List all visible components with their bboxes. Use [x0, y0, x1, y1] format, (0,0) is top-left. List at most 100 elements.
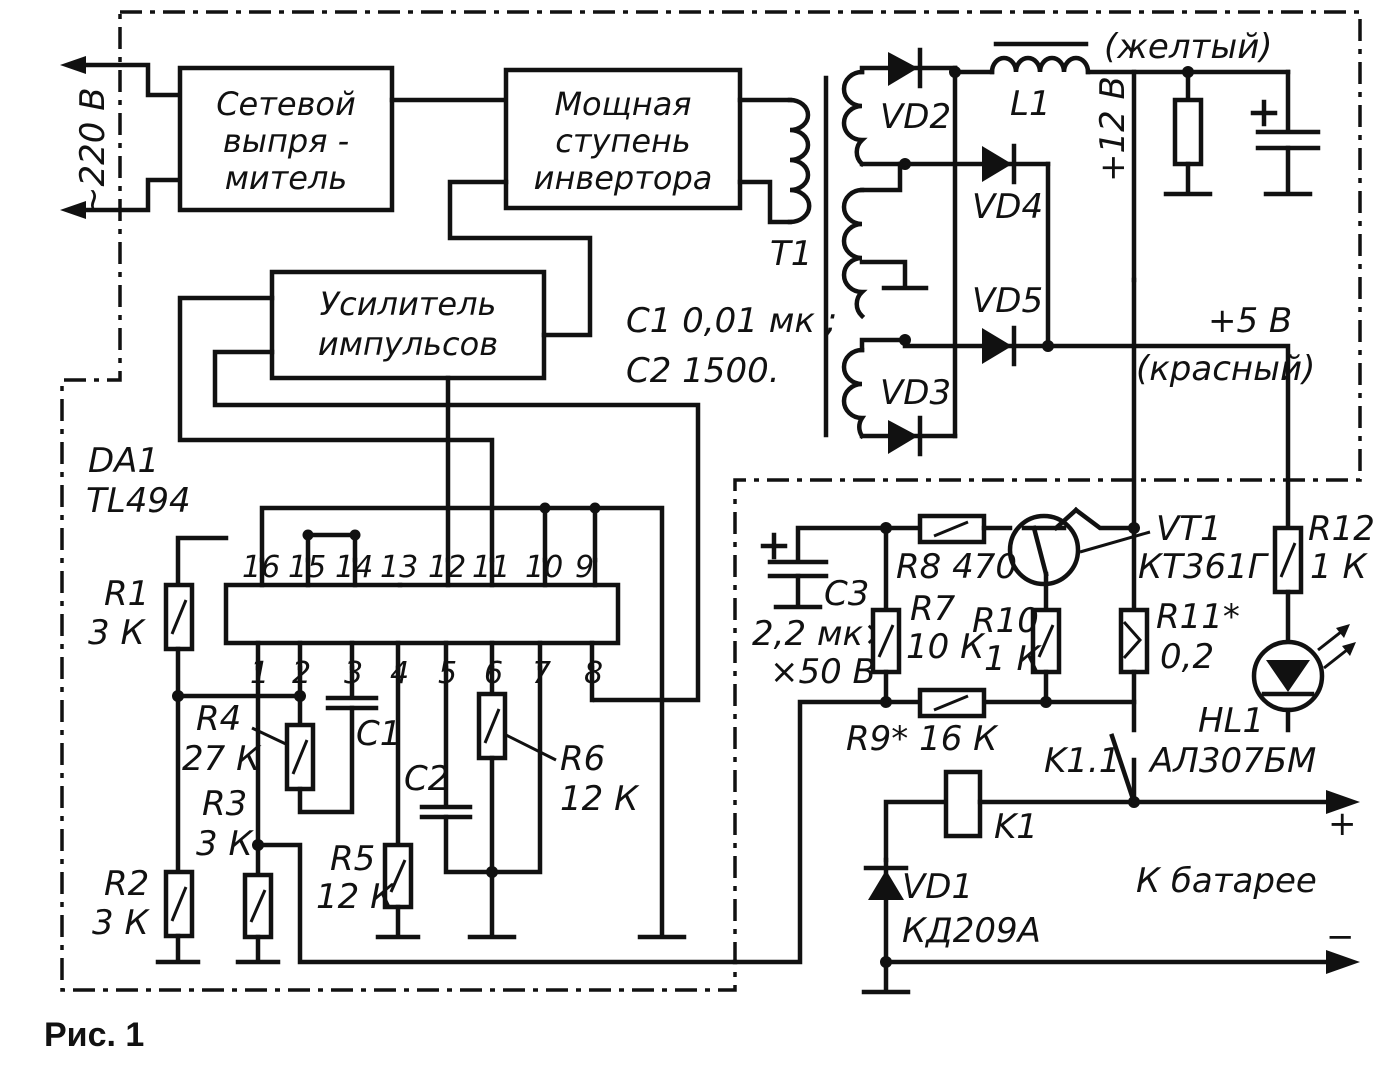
diode-vd5: VD5 — [902, 281, 1051, 367]
label-components-hl1-1: АЛ307БМ — [1148, 741, 1316, 781]
label-components-r11-0: R11* — [1156, 597, 1240, 637]
v12-label: +12 В — [1093, 76, 1133, 182]
chip-pin-top-12: 12 — [428, 550, 466, 585]
label-components-r6-1: 12 К — [560, 779, 640, 819]
battery-plus: + — [1328, 804, 1357, 844]
label-components-vt1-1: КТ361Г — [1138, 547, 1270, 587]
label-components-vt1-0: VT1 — [1156, 509, 1222, 549]
resistor-r6: R6 12 К — [467, 691, 640, 940]
output-capacitor — [1250, 69, 1321, 197]
label-components-k11: K1.1 — [1044, 741, 1120, 781]
label-components-c1: C1 — [356, 714, 401, 754]
label-blocks-inverter-0: Мощная — [554, 85, 691, 123]
label-components-r1-1: 3 К — [88, 613, 146, 653]
relay-contact-k11: K1.1 — [1044, 733, 1137, 805]
label-blocks-rectifier-1: выпря - — [223, 122, 349, 160]
label-components-r10-0: R10 — [972, 601, 1039, 641]
mains-voltage-label: ~220 В — [73, 87, 113, 215]
led-hl1: HL1 АЛ307БМ — [1148, 624, 1356, 781]
label-components-r6-0: R6 — [560, 739, 605, 779]
label-components-r7-1: 10 К — [906, 627, 986, 667]
label-components-r12-0: R12 — [1308, 509, 1375, 549]
label-components-r5-1: 12 К — [316, 877, 396, 917]
label-components-k1: K1 — [994, 807, 1038, 847]
chip-type: TL494 — [86, 481, 191, 521]
chip-pin-top-11: 11 — [472, 550, 510, 585]
t1-label: T1 — [770, 234, 812, 274]
rectifier-block: Сетевой выпря - митель — [177, 65, 395, 213]
label-components-r10-1: 1 К — [984, 639, 1042, 679]
label-components-vd1-0: VD1 — [902, 867, 973, 907]
resistor-r5: R5 12 К — [316, 839, 421, 940]
label-components-r3-0: R3 — [202, 784, 247, 824]
resistor-r8: R8 470 — [883, 513, 1017, 587]
label-components-c3-2: ×50 В — [770, 652, 876, 692]
chip-pin-top-13: 13 — [380, 550, 418, 585]
label-components-c3-1: 2,2 мк× — [752, 614, 892, 654]
label-blocks-inverter-2: инвертора — [534, 159, 713, 197]
label-components-r9: R9* 16 К — [846, 719, 999, 759]
label-blocks-amplifier-1: импульсов — [318, 325, 498, 363]
label-choke: L1 — [1010, 84, 1051, 124]
label-diodes-vd3: VD3 — [880, 373, 951, 413]
resistor-r3: R3 3 К — [196, 784, 281, 965]
inverter-block: Мощная ступень инвертора — [503, 67, 743, 211]
label-components-r1-0: R1 — [104, 574, 149, 614]
relay-coil-k1: K1 — [883, 769, 1137, 863]
power-module-outline — [60, 10, 1362, 992]
transformer-t1: T1 — [737, 65, 929, 440]
label-blocks-rectifier-0: Сетевой — [216, 85, 356, 123]
load-resistor — [1163, 69, 1213, 197]
label-components-c2: C2 — [404, 759, 449, 799]
label-components-r2-0: R2 — [104, 864, 149, 904]
label-components-r2-1: 3 К — [92, 903, 150, 943]
label-components-hl1-0: HL1 — [1198, 701, 1264, 741]
choke-l1: L1 — [952, 41, 1091, 124]
resistor-r9: R9* 16 К — [846, 687, 999, 759]
label-components-r5-0: R5 — [330, 839, 375, 879]
label-components-r12-1: 1 К — [1310, 547, 1368, 587]
tl494-chip — [223, 582, 621, 646]
label-blocks-inverter-1: ступень — [555, 122, 691, 160]
diode-vd4: VD4 — [902, 143, 1051, 227]
label-diodes-vd5: VD5 — [972, 281, 1043, 321]
amplifier-block: Усилитель импульсов — [269, 269, 547, 381]
label-blocks-rectifier-2: митель — [225, 159, 348, 197]
label-components-r11-1: 0,2 — [1160, 637, 1214, 677]
v5-label: +5 В — [1208, 301, 1292, 341]
chip-ref: DA1 — [88, 441, 159, 481]
resistor-r11: R11* 0,2 — [1118, 525, 1240, 733]
mains-input: ~220 В — [60, 56, 183, 219]
label-components-c3-0: C3 — [824, 574, 869, 614]
cap-note-c1: C1 0,01 мк ; — [626, 301, 837, 341]
resistor-r4: R4 27 К — [182, 699, 355, 815]
capacitor-c2: C2 — [404, 665, 543, 878]
figure-caption: Рис. 1 — [44, 1016, 144, 1054]
chip-pin-top-9: 9 — [575, 550, 594, 585]
label-components-r7-0: R7 — [910, 589, 956, 629]
resistor-r1: R1 3 К — [88, 574, 195, 653]
diode-vd1: VD1 КД209А — [861, 857, 1041, 995]
battery-label: К батарее — [1136, 861, 1317, 901]
capacitor-c1: C1 — [325, 665, 401, 754]
label-components-r8: R8 470 — [896, 547, 1017, 587]
cap-note-c2: C2 1500. — [626, 351, 780, 391]
yellow-wire-label: (желтый) — [1104, 27, 1273, 67]
label-blocks-amplifier-0: Усилитель — [320, 285, 497, 323]
red-wire-label: (красный) — [1136, 349, 1315, 389]
label-diodes-vd2: VD2 — [880, 97, 951, 137]
diode-vd2: VD2 — [880, 47, 958, 137]
capacitor-c3: C3 2,2 мк× ×50 В — [752, 525, 892, 692]
resistor-r10: R10 1 К — [972, 601, 1062, 705]
label-components-r3-1: 3 К — [196, 824, 254, 864]
label-components-vd1-1: КД209А — [902, 911, 1041, 951]
label-components-r4-0: R4 — [196, 699, 241, 739]
battery-terminals: + − К батарее — [883, 790, 1360, 974]
label-components-r4-1: 27 К — [182, 739, 262, 779]
resistor-r2: R2 3 К — [92, 864, 201, 965]
transistor-vt1: VT1 КТ361Г — [1007, 506, 1270, 613]
label-diodes-vd4: VD4 — [972, 187, 1043, 227]
resistor-r7: R7 10 К — [870, 525, 986, 705]
